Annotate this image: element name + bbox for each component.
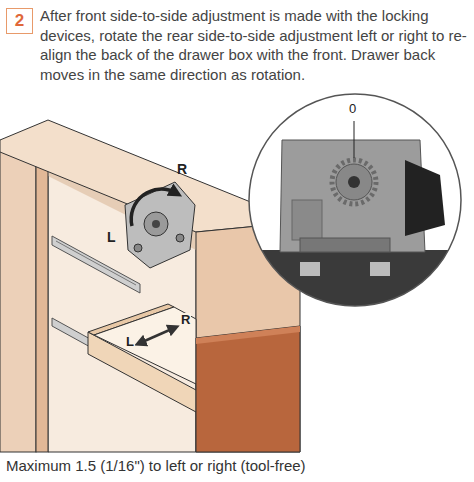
- cabinet-side: [0, 150, 36, 452]
- adjuster-detail: [300, 238, 390, 252]
- leader-line: [354, 121, 355, 158]
- direction-letter: L: [107, 230, 116, 245]
- locking-knob: [405, 160, 445, 236]
- rotation-arrow: [131, 189, 176, 226]
- slide-rail: [56, 241, 136, 285]
- drawer-slide: [52, 318, 92, 348]
- direction-letter: R: [180, 313, 191, 327]
- direction-letter: R: [177, 162, 187, 177]
- cabinet-panel-edge: [36, 156, 48, 452]
- rear-adjuster: [125, 182, 195, 268]
- screw: [176, 234, 184, 242]
- magnifier-rim: [249, 94, 461, 306]
- wheel-teeth: [332, 160, 376, 204]
- direction-arrow: [140, 328, 174, 343]
- adjuster-body: [280, 140, 425, 252]
- photo-detail: [370, 262, 390, 276]
- adjuster-detail: [292, 200, 322, 240]
- adjuster-wheel: [144, 212, 168, 236]
- adjuster-wheel: [336, 164, 372, 200]
- photo-detail: [300, 262, 320, 276]
- photo-base: [249, 250, 461, 310]
- screw: [134, 244, 142, 252]
- caption: Maximum 1.5 (1/16") to left or right (to…: [6, 457, 306, 474]
- direction-letter: L: [125, 335, 135, 349]
- adjuster-hub: [152, 220, 160, 228]
- magnified-photo: [249, 140, 461, 310]
- step-number: 2: [13, 11, 26, 31]
- adjuster-hub: [348, 176, 360, 188]
- drawer-front-edge: [196, 326, 300, 344]
- drawer-slide: [52, 236, 140, 293]
- instruction-text: After front side-to-side adjustment is m…: [40, 6, 468, 84]
- step-number-box: 2: [6, 8, 33, 34]
- drawer-floor: [94, 307, 196, 384]
- drawer-front: [196, 326, 300, 452]
- callout-number: 0: [349, 102, 356, 116]
